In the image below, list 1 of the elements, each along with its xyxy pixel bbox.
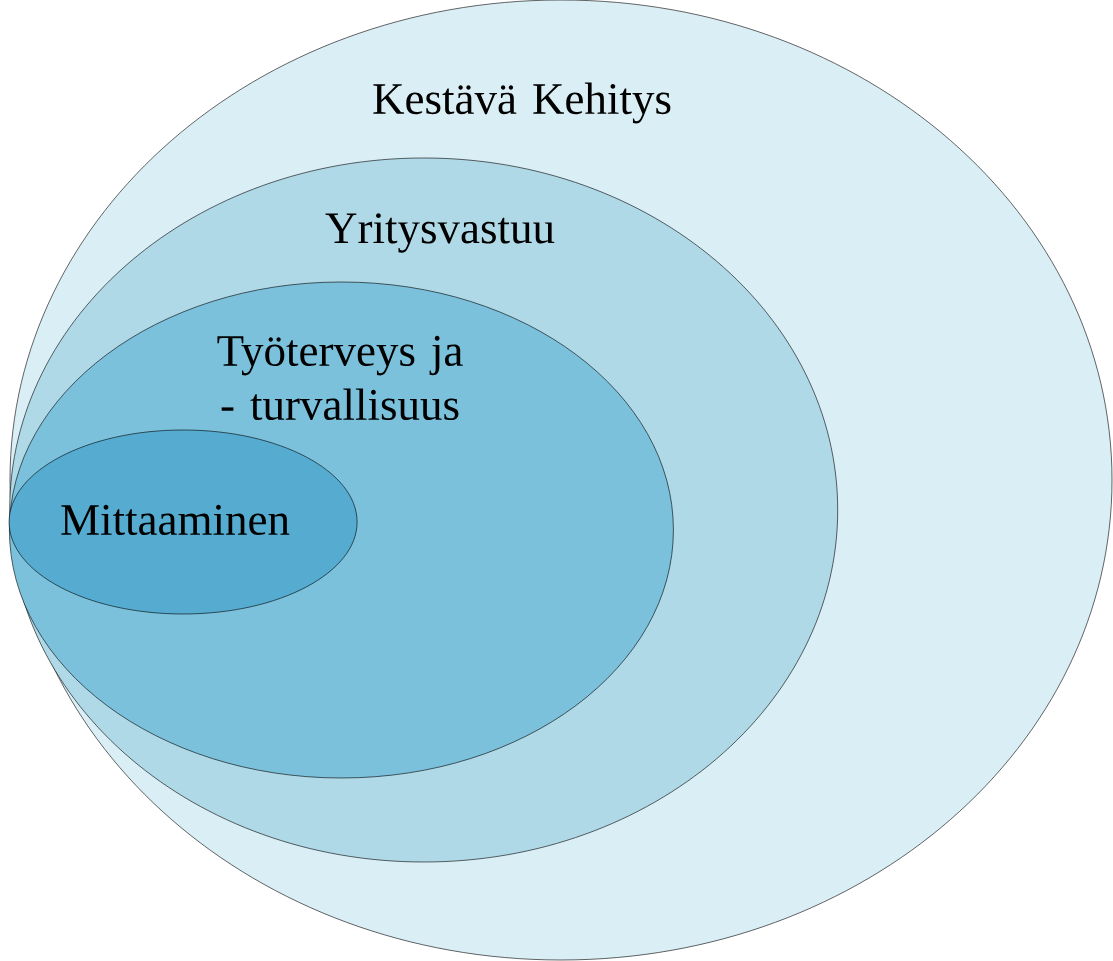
ellipse-region: Mittaaminen bbox=[8, 429, 358, 615]
